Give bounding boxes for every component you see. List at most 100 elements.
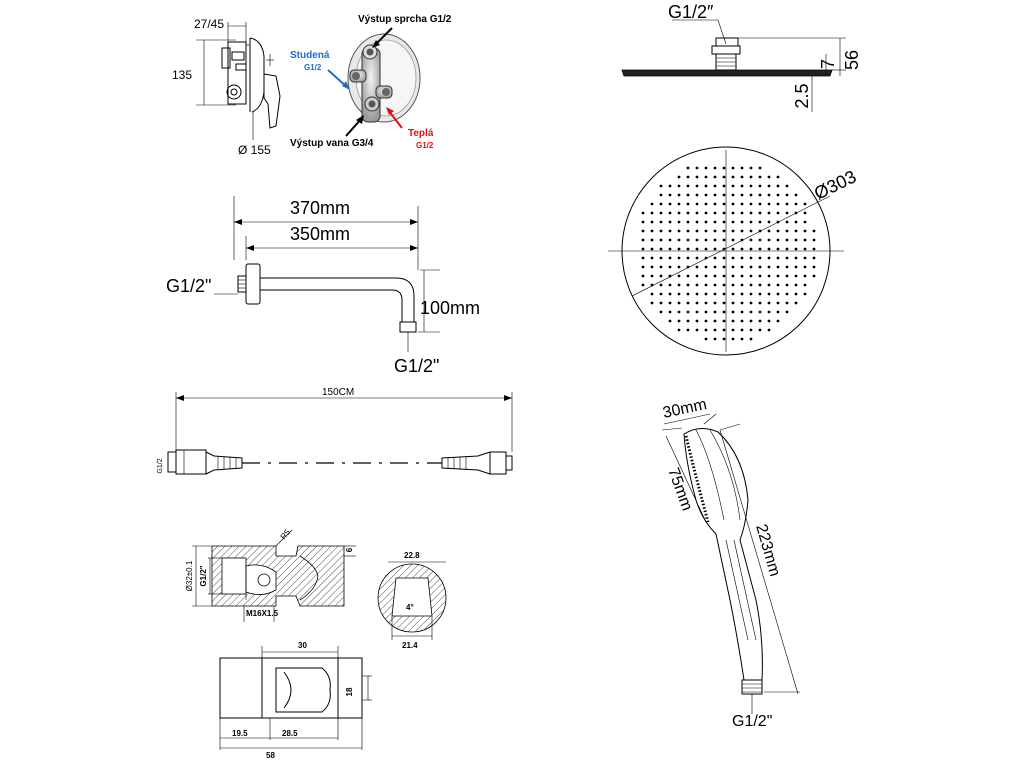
nozzle-dot [686, 193, 690, 197]
nozzle-dot [776, 193, 780, 197]
nozzle-dot [740, 319, 744, 323]
nozzle-dot [641, 247, 645, 251]
dim-7-label: 7 [818, 59, 838, 69]
dim-303-label: Ø303 [811, 166, 859, 203]
nozzle-dot [794, 220, 798, 224]
nozzle-dot [722, 175, 726, 179]
cold-inlet-label: Studená [290, 50, 330, 61]
nozzle-dot [794, 274, 798, 278]
dim-285-label: 28.5 [282, 729, 298, 738]
nozzle-dot [695, 328, 699, 332]
nozzle-dot [794, 229, 798, 233]
nozzle-dot [659, 193, 663, 197]
nozzle-dot [785, 310, 789, 314]
mixer-valve-illustration: Výstup sprcha G1/2 Studená G1/2 Teplá G1… [290, 14, 452, 150]
nozzle-dot [749, 220, 753, 224]
dim-223mm-label: 223mm [752, 522, 783, 578]
nozzle-dot [803, 265, 807, 269]
nozzle-dot [794, 283, 798, 287]
nozzle-dot [794, 238, 798, 242]
nozzle-dot [686, 283, 690, 287]
nozzle-dot [812, 229, 816, 233]
nozzle-dot [641, 265, 645, 269]
nozzle-dot [641, 256, 645, 260]
nozzle-dot [731, 184, 735, 188]
nozzle-dot [695, 265, 699, 269]
nozzle-dot [695, 247, 699, 251]
nozzle-dot [650, 211, 654, 215]
nozzle-dot [758, 319, 762, 323]
nozzle-dot [794, 202, 798, 206]
nozzle-dot [686, 220, 690, 224]
dim-m16-label: M16X1.5 [246, 609, 279, 618]
hose-length-label: 150CM [322, 387, 354, 398]
nozzle-dot [686, 166, 690, 170]
nozzle-dot [704, 184, 708, 188]
nozzle-dot [677, 193, 681, 197]
nozzle-dot [713, 247, 717, 251]
nozzle-dot [695, 184, 699, 188]
nozzle-dot [776, 283, 780, 287]
nozzle-dot [713, 166, 717, 170]
nozzle-dot [731, 301, 735, 305]
nozzle-dot [740, 328, 744, 332]
dim-100-label: 100mm [420, 298, 480, 318]
nozzle-dot [740, 283, 744, 287]
nozzle-dot [659, 220, 663, 224]
holder-round-section: 22.8 4° 21.4 [377, 551, 447, 650]
nozzle-dot [686, 319, 690, 323]
nozzle-dot [668, 202, 672, 206]
nozzle-dot [695, 193, 699, 197]
nozzle-dot [722, 310, 726, 314]
nozzle-dot [749, 319, 753, 323]
hot-inlet-thread: G1/2 [416, 141, 434, 150]
nozzle-dot [668, 283, 672, 287]
mixer-side-view: 27/45 135 Ø 155 [172, 17, 281, 157]
dim-350-label: 350mm [290, 224, 350, 244]
nozzle-dot [722, 211, 726, 215]
nozzle-dot [794, 301, 798, 305]
nozzle-dot [758, 292, 762, 296]
nozzle-dot [767, 256, 771, 260]
nozzle-dot [704, 319, 708, 323]
nozzle-dot [677, 184, 681, 188]
nozzle-dot [722, 229, 726, 233]
nozzle-dot [767, 328, 771, 332]
nozzle-dot [767, 184, 771, 188]
nozzle-dot [659, 283, 663, 287]
nozzle-dot [740, 175, 744, 179]
nozzle-dot [749, 274, 753, 278]
nozzle-dot [722, 193, 726, 197]
nozzle-dot [668, 211, 672, 215]
nozzle-dot [677, 283, 681, 287]
nozzle-dot [686, 202, 690, 206]
nozzle-dot [704, 202, 708, 206]
nozzle-dot [785, 265, 789, 269]
nozzle-dot [713, 184, 717, 188]
nozzle-dot [731, 238, 735, 242]
nozzle-dot [740, 292, 744, 296]
nozzle-dot [740, 211, 744, 215]
nozzle-dot [776, 265, 780, 269]
nozzle-dot [731, 274, 735, 278]
nozzle-dot [731, 256, 735, 260]
nozzle-dot [767, 211, 771, 215]
nozzle-dot [758, 211, 762, 215]
nozzle-dot [641, 238, 645, 242]
nozzle-dot [686, 175, 690, 179]
nozzle-dot [803, 229, 807, 233]
dim-30mm-label: 30mm [661, 396, 708, 422]
dim-30-label: 30 [298, 641, 307, 650]
nozzle-dot [659, 274, 663, 278]
nozzle-dot [713, 229, 717, 233]
nozzle-dot [740, 310, 744, 314]
nozzle-dot [695, 166, 699, 170]
nozzle-dot [677, 274, 681, 278]
nozzle-dot [812, 256, 816, 260]
nozzle-dot [722, 337, 726, 341]
nozzle-dot [722, 283, 726, 287]
nozzle-dot [785, 247, 789, 251]
nozzle-dot [740, 265, 744, 269]
nozzle-dot [731, 337, 735, 341]
nozzle-dot [767, 310, 771, 314]
